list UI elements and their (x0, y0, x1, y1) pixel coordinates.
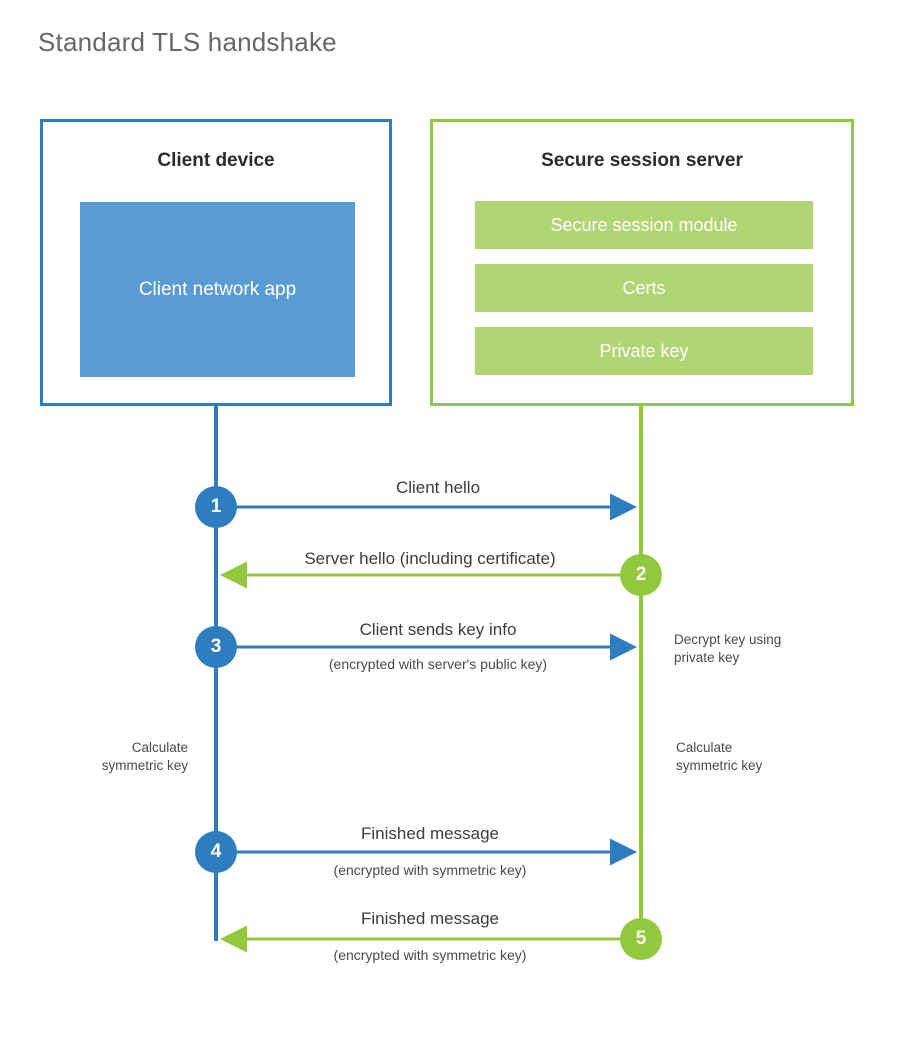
step-4-sublabel: (encrypted with symmetric key) (333, 862, 527, 878)
secure-session-server-box: Secure session server Secure session mod… (430, 119, 854, 406)
client-device-title: Client device (157, 150, 275, 171)
note-server-calculate-symmetric-key: Calculate symmetric key (676, 740, 763, 773)
note-client-calculate-symmetric-key: Calculate symmetric key (101, 740, 188, 773)
step-2-label: Server hello (including certificate) (304, 549, 556, 568)
step-marker-1[interactable]: 1 (195, 486, 237, 528)
step-5-sublabel: (encrypted with symmetric key) (333, 947, 527, 963)
step-marker-2[interactable]: 2 (620, 554, 662, 596)
step-1-label: Client hello (395, 478, 481, 497)
step-4-label: Finished message (361, 824, 499, 843)
client-device-box: Client device Client network app (40, 119, 392, 406)
page-title: Standard TLS handshake (38, 27, 337, 57)
server-module-certs: Certs (475, 264, 813, 312)
server-module-private-key: Private key (475, 327, 813, 375)
client-network-app-block: Client network app (80, 202, 355, 377)
step-3-sublabel: (encrypted with server's public key) (328, 656, 548, 672)
step-marker-4[interactable]: 4 (195, 831, 237, 873)
step-marker-5[interactable]: 5 (620, 918, 662, 960)
server-module-list: Secure session module Certs Private key (475, 201, 813, 375)
step-marker-3[interactable]: 3 (195, 626, 237, 668)
step-5-label: Finished message (361, 909, 499, 928)
step-3-label: Client sends key info (359, 620, 517, 639)
secure-session-server-title: Secure session server (541, 150, 743, 171)
note-decrypt-key: Decrypt key using private key (674, 632, 782, 665)
server-module-secure-session-module: Secure session module (475, 201, 813, 249)
